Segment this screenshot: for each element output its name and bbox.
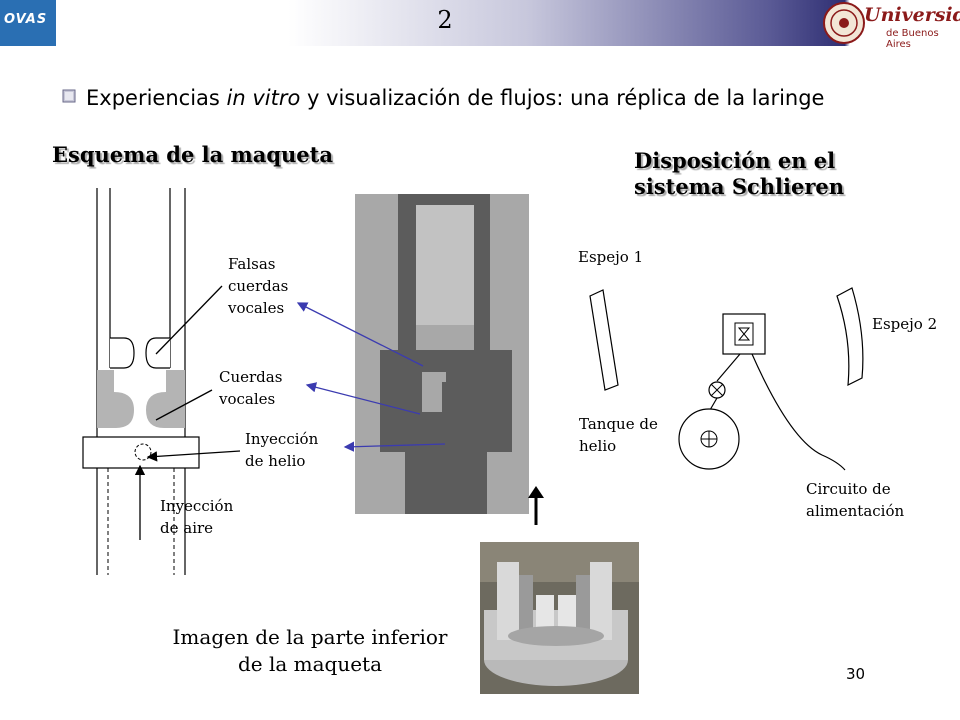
label-helium-tank: Tanque de helio <box>579 413 658 457</box>
subtitle-part-2: y visualización de flujos: una réplica d… <box>300 86 825 110</box>
uba-logo-text: Universidad <box>864 4 960 26</box>
label-mirror-2: Espejo 2 <box>872 315 938 333</box>
uba-seal-icon <box>823 2 865 44</box>
caption-line: Imagen de la parte inferior <box>172 625 448 649</box>
label-vocal-cords: Cuerdas vocales <box>219 366 282 410</box>
label-line: Inyección <box>245 430 319 448</box>
photo-caption: Imagen de la parte inferior de la maquet… <box>160 624 460 678</box>
ovas-logo-text: OVAS <box>4 12 48 27</box>
power-cable-icon <box>751 353 846 471</box>
schlieren-heading-line-2: sistema Schlieren <box>634 174 845 199</box>
slide-subtitle: Experiencias in vitro y visualización de… <box>86 86 824 110</box>
mirror-2-icon <box>836 287 864 387</box>
larynx-scheme-diagram <box>82 188 241 575</box>
label-line: Falsas <box>228 255 276 273</box>
label-line: de aire <box>160 519 214 537</box>
label-line: vocales <box>228 299 285 317</box>
label-false-vocal-cords: Falsas cuerdas vocales <box>228 253 288 319</box>
subtitle-italic: in vitro <box>226 86 301 110</box>
label-line: de helio <box>245 452 306 470</box>
label-line: Inyección <box>160 497 234 515</box>
label-air-injection: Inyección de aire <box>160 495 233 539</box>
caption-line: de la maqueta <box>237 652 383 676</box>
ovas-logo: OVAS <box>0 0 56 46</box>
label-line: vocales <box>219 390 276 408</box>
label-line: Circuito de <box>806 480 891 498</box>
subtitle-part-1: Experiencias <box>86 86 227 110</box>
label-line: Cuerdas <box>219 368 283 386</box>
label-line: cuerdas <box>228 277 289 295</box>
schlieren-setup-diagram <box>589 287 864 471</box>
metal-part-photo <box>480 542 639 694</box>
label-power-circuit: Circuito de alimentación <box>806 478 904 522</box>
header-bar <box>0 0 960 46</box>
mirror-1-icon <box>589 289 619 391</box>
label-line: alimentación <box>806 502 905 520</box>
page-number: 30 <box>846 665 866 683</box>
label-mirror-1: Espejo 1 <box>578 248 644 266</box>
bullet-icon <box>62 89 76 103</box>
label-helium-injection: Inyección de helio <box>245 428 318 472</box>
schlieren-heading-line-1: Disposición en el <box>634 148 836 173</box>
schlieren-photo <box>355 194 529 514</box>
scheme-heading: Esquema de la maqueta <box>52 142 333 167</box>
uba-logo: Universidad de Buenos Aires <box>822 0 960 50</box>
label-line: helio <box>579 437 617 455</box>
schlieren-heading: Disposición en el sistema Schlieren <box>634 148 844 200</box>
slide-number: 2 <box>437 6 453 34</box>
label-line: Tanque de <box>579 415 658 433</box>
uba-logo-subtext: de Buenos Aires <box>886 28 939 50</box>
